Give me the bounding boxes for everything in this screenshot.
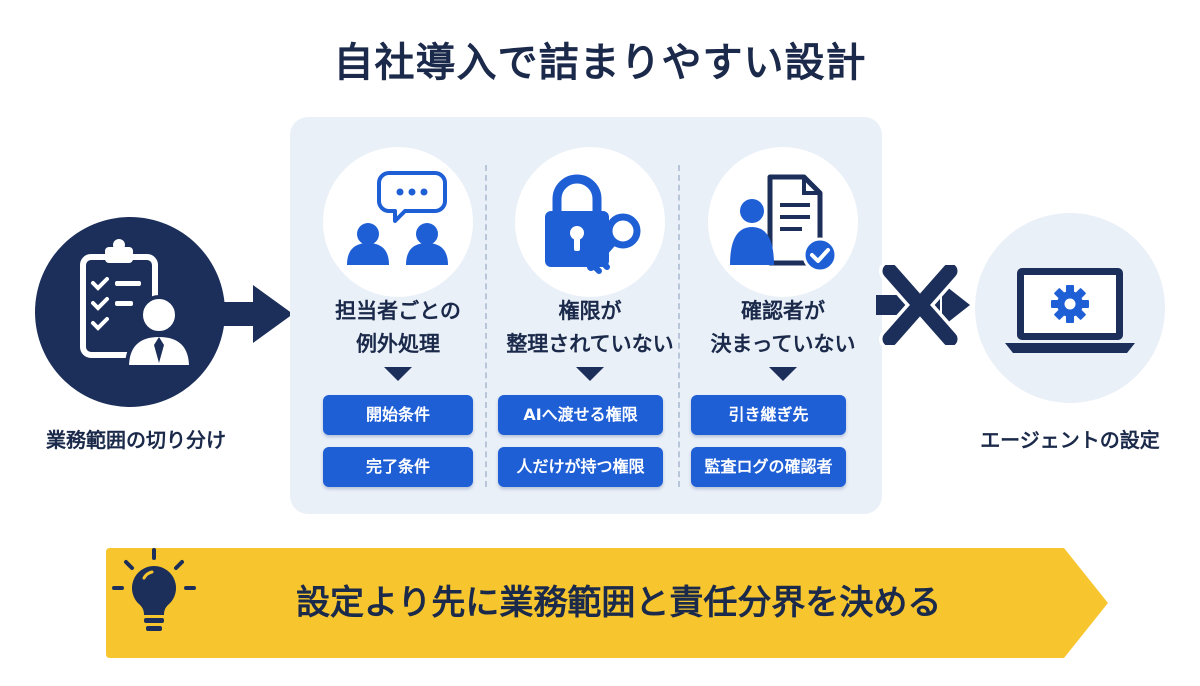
issue-column-permissions: 権限が 整理されていない AIへ渡せる権限 人だけが持つ権限 (495, 117, 685, 514)
issue-heading-line2: 整理されていない (506, 332, 674, 356)
pill-start-condition: 開始条件 (323, 395, 473, 435)
issue-heading-line1: 確認者が (741, 299, 825, 323)
issue-column-exceptions: 担当者ごとの 例外処理 開始条件 完了条件 (303, 117, 493, 514)
banner-shape (106, 548, 1108, 658)
column-divider (485, 165, 487, 487)
icon-circle (708, 147, 858, 297)
scope-label: 業務範囲の切り分け (46, 428, 226, 452)
clipboard-person-icon (80, 239, 194, 369)
pill-handover: 引き継ぎ先 (691, 395, 846, 435)
issue-heading-line1: 権限が (558, 299, 622, 323)
pill-completion-condition: 完了条件 (323, 447, 473, 487)
lock-key-icon (545, 174, 641, 274)
issue-heading: 権限が 整理されていない (485, 295, 695, 361)
issue-heading: 確認者が 決まっていない (678, 295, 888, 361)
triangle-down-icon (576, 367, 604, 381)
triangle-down-icon (769, 367, 797, 381)
arrow-right-icon (205, 285, 293, 343)
issues-panel: 担当者ごとの 例外処理 開始条件 完了条件 権限が 整理されていない AIへ渡 (290, 117, 882, 514)
column-divider (678, 165, 680, 487)
lightbulb-icon (112, 548, 196, 631)
issue-heading: 担当者ごとの 例外処理 (293, 295, 503, 361)
pill-human-permissions: 人だけが持つ権限 (498, 447, 663, 487)
issue-column-reviewer: 確認者が 決まっていない 引き継ぎ先 監査ログの確認者 (688, 117, 878, 514)
conclusion-banner: 設定より先に業務範囲と責任分界を決める (106, 548, 1110, 658)
icon-circle (323, 147, 473, 297)
icon-circle (515, 147, 665, 297)
pill-ai-permissions: AIへ渡せる権限 (498, 395, 663, 435)
page-title: 自社導入で詰まりやすい設計 (333, 40, 867, 86)
issue-heading-line2: 例外処理 (356, 332, 440, 356)
person-document-check-icon (730, 174, 838, 273)
issue-heading-line1: 担当者ごとの (335, 299, 461, 323)
blocked-cross-icon (876, 265, 970, 345)
issue-heading-line2: 決まっていない (710, 332, 856, 356)
agent-circle (975, 213, 1165, 403)
people-chat-icon (347, 171, 448, 265)
pill-audit-log-reviewer: 監査ログの確認者 (691, 447, 846, 487)
scope-circle (35, 217, 225, 407)
conclusion-text: 設定より先に業務範囲と責任分界を決める (296, 583, 942, 623)
triangle-down-icon (384, 367, 412, 381)
laptop-gear-icon (1005, 268, 1135, 353)
agent-label: エージェントの設定 (980, 428, 1160, 452)
